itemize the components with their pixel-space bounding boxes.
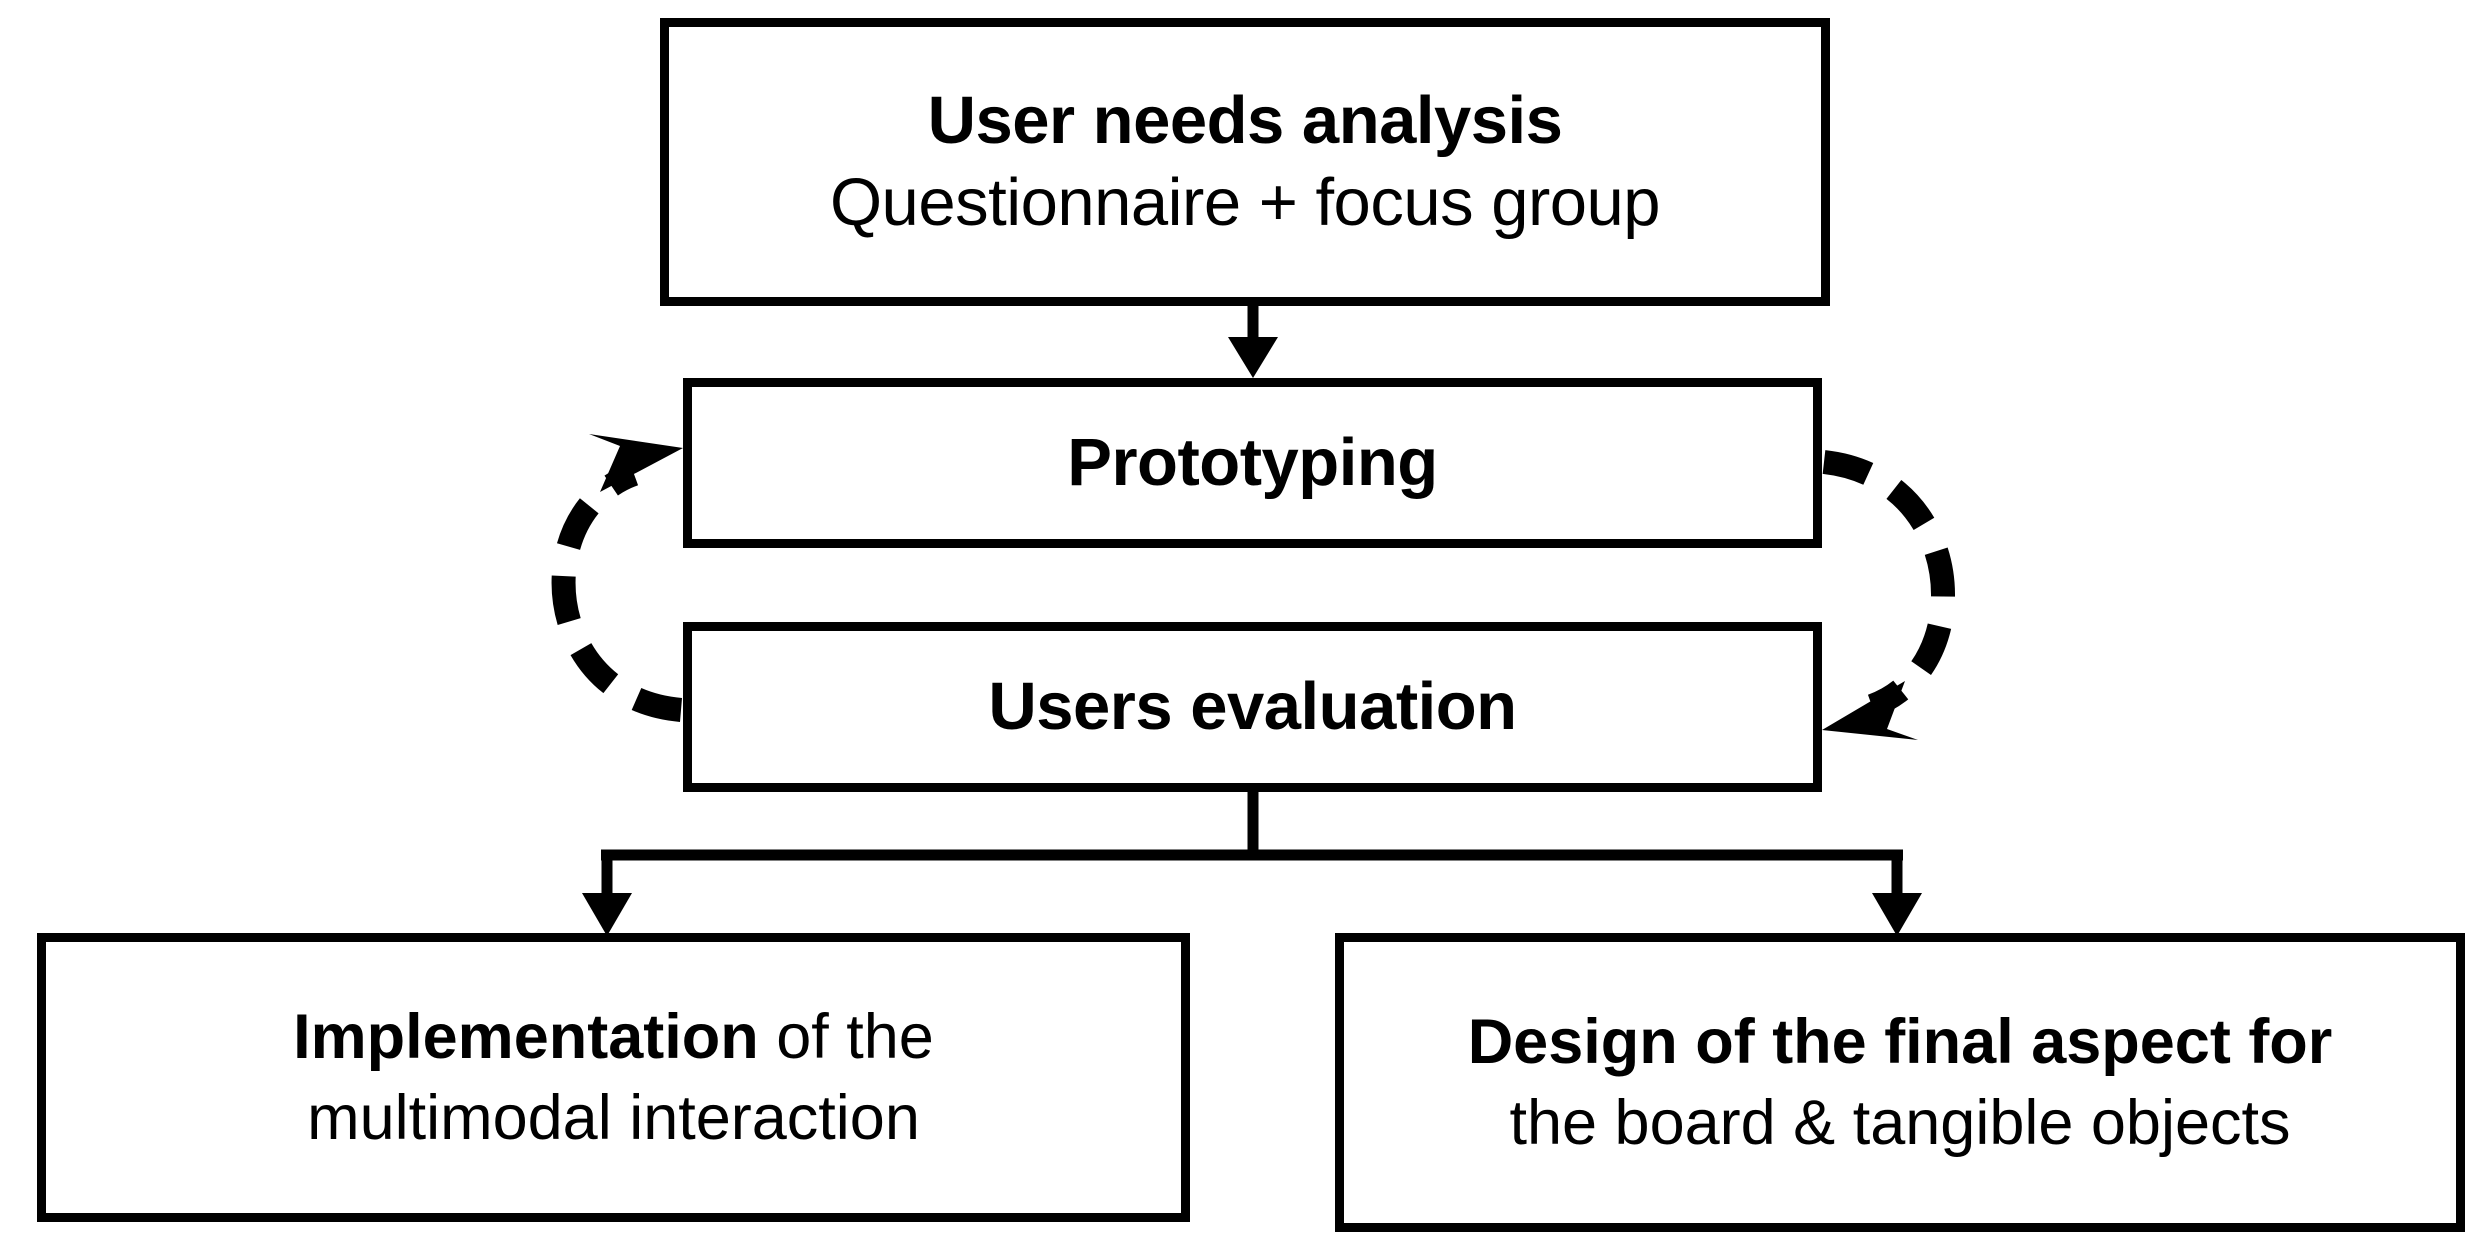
node-implementation-line2: multimodal interaction: [307, 1082, 920, 1153]
node-design-line2: the board & tangible objects: [1509, 1087, 2291, 1158]
connector-prototyping-to-users-evaluation-arc: [1822, 450, 1955, 740]
node-implementation-line1-rest: of the: [758, 1001, 934, 1072]
node-users-evaluation-label: Users evaluation: [988, 669, 1517, 745]
node-user-needs-subtitle: Questionnaire + focus group: [829, 165, 1661, 240]
node-users-evaluation[interactable]: Users evaluation: [683, 622, 1822, 792]
node-design-line1: Design of the final aspect for: [1467, 1006, 2333, 1077]
node-prototyping[interactable]: Prototyping: [683, 378, 1822, 548]
connector-user-needs-to-prototyping: [1228, 306, 1278, 378]
node-user-needs-analysis[interactable]: User needs analysis Questionnaire + focu…: [660, 18, 1830, 306]
node-implementation[interactable]: Implementation of the multimodal interac…: [37, 933, 1190, 1222]
node-implementation-line1-bold: Implementation: [293, 1001, 759, 1072]
node-implementation-line1: Implementation of the: [293, 997, 934, 1078]
node-user-needs-title: User needs analysis: [927, 83, 1563, 159]
connector-users-evaluation-branch: [582, 792, 1922, 936]
connector-users-evaluation-to-prototyping-arc: [551, 434, 683, 722]
node-design[interactable]: Design of the final aspect for the board…: [1335, 933, 2465, 1232]
node-prototyping-label: Prototyping: [1067, 425, 1438, 501]
